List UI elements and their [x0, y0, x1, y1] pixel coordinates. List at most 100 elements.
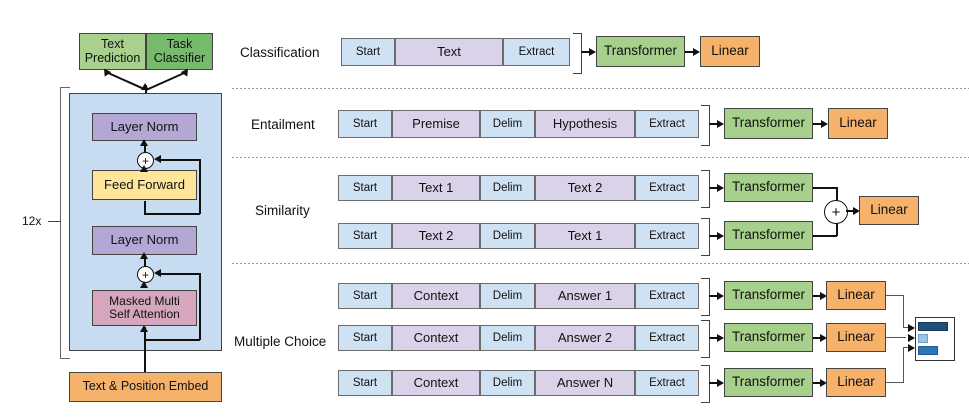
merge-bot-h [813, 235, 837, 237]
linear-label: Linear [711, 43, 749, 59]
separator-3 [232, 263, 969, 264]
attention-label-line2: Self Attention [109, 307, 180, 321]
linear-label: Linear [839, 115, 877, 131]
transformer-block: Transformer [724, 108, 813, 139]
fanout-right-line [145, 71, 186, 91]
token-answer-2: Answer 2 [535, 325, 635, 351]
token-start: Start [338, 283, 392, 309]
token-answer-n: Answer N [535, 370, 635, 396]
token-label: Extract [649, 229, 685, 242]
token-text-2: Text 2 [535, 175, 635, 201]
mc-arrow-3 [908, 344, 915, 352]
answer-score-bar-2 [918, 334, 928, 343]
transformer-to-linear-arrowhead [820, 334, 827, 342]
similarity-add-symbol: + [831, 203, 841, 221]
transformer-to-linear-line [813, 295, 825, 297]
sequence-bracket [701, 218, 710, 256]
residual-bot-arrowhead [154, 269, 161, 277]
layer-norm-top-label: Layer Norm [110, 118, 179, 134]
token-start: Start [341, 38, 395, 66]
ff-out-arrowhead [140, 165, 148, 172]
token-label: Answer 2 [557, 329, 613, 345]
transformer-to-linear-arrowhead [820, 292, 827, 300]
token-label: Delim [492, 229, 523, 242]
token-label: Start [352, 376, 378, 389]
transformer-block: Transformer [724, 281, 813, 310]
task-classifier-line2: Classifier [153, 50, 206, 65]
token-text: Text [395, 38, 503, 66]
ff-in-line [144, 201, 146, 215]
token-start: Start [338, 110, 392, 138]
text-position-embed-label: Text & Position Embed [82, 379, 209, 394]
residual-top-v [199, 159, 201, 214]
token-start: Start [338, 325, 392, 351]
transformer-block: Transformer [724, 368, 813, 397]
linear-label: Linear [837, 287, 875, 303]
token-extract: Extract [635, 370, 699, 396]
token-start: Start [338, 175, 392, 201]
transformer-label: Transformer [603, 43, 677, 59]
seq-to-transformer-arrowhead [717, 292, 724, 300]
token-start: Start [338, 370, 392, 396]
residual-bot-h [160, 273, 200, 275]
block-output-line [145, 85, 147, 95]
token-delim: Delim [480, 325, 535, 351]
separator-1 [232, 88, 969, 89]
token-label: Text 2 [567, 179, 603, 195]
token-extract: Extract [503, 38, 570, 66]
sequence-bracket [701, 278, 710, 316]
token-label: Delim [492, 289, 523, 302]
linear-label: Linear [870, 202, 908, 218]
mc-wire-top-v [903, 295, 905, 327]
token-delim: Delim [480, 175, 535, 201]
layer-norm-bottom: Layer Norm [92, 226, 197, 255]
token-delim: Delim [480, 110, 535, 138]
linear-label: Linear [837, 329, 875, 345]
layer-norm-bottom-label: Layer Norm [110, 232, 179, 248]
token-label: Start [352, 181, 378, 194]
transformer-block: Transformer [596, 36, 685, 67]
merge-top-h [813, 187, 837, 189]
token-label: Extract [649, 376, 685, 389]
token-label: Extract [649, 181, 685, 194]
transformer-to-linear-arrowhead [693, 48, 700, 56]
sequence-bracket [573, 33, 582, 74]
transformer-label: Transformer [731, 287, 805, 303]
layer-norm-top: Layer Norm [92, 113, 197, 141]
seq-to-transformer-arrowhead [717, 334, 724, 342]
ln-bot-in-arrowhead [140, 252, 148, 259]
token-label: Extract [649, 117, 685, 130]
embed-to-block-line [144, 327, 146, 372]
separator-2 [232, 157, 969, 158]
token-label: Context [413, 374, 459, 390]
mc-arrow-2 [908, 334, 915, 342]
token-extract: Extract [635, 283, 699, 309]
token-label: Start [352, 229, 378, 242]
residual-top-h2 [144, 213, 200, 215]
token-label: Answer N [556, 374, 614, 390]
block-output-arrowhead [141, 83, 149, 90]
residual-add-top-symbol: + [141, 153, 149, 168]
seq-to-transformer-line [709, 337, 721, 339]
seq-to-transformer-arrowhead [717, 379, 724, 387]
transformer-block: Transformer [724, 221, 813, 250]
token-context: Context [392, 325, 480, 351]
token-label: Start [355, 45, 381, 58]
transformer-to-linear-arrowhead [821, 120, 828, 128]
token-label: Context [413, 329, 459, 345]
residual-top-arrowhead [154, 155, 161, 163]
task-label-similarity: Similarity [255, 203, 310, 218]
token-label: Delim [492, 117, 523, 130]
transformer-block: Transformer [724, 323, 813, 352]
mc-wire-join-top [903, 327, 911, 329]
linear-block: Linear [828, 108, 888, 139]
task-classifier-head: Task Classifier [146, 33, 213, 70]
answer-score-bar-3 [918, 346, 938, 355]
residual-top-h [160, 159, 200, 161]
seq-to-transformer-arrowhead [717, 120, 724, 128]
linear-block: Linear [826, 368, 886, 397]
ln-top-in-arrowhead [140, 139, 148, 146]
ln-bot-in-line [144, 257, 146, 271]
token-extract: Extract [635, 223, 699, 249]
token-answer-1: Answer 1 [535, 283, 635, 309]
